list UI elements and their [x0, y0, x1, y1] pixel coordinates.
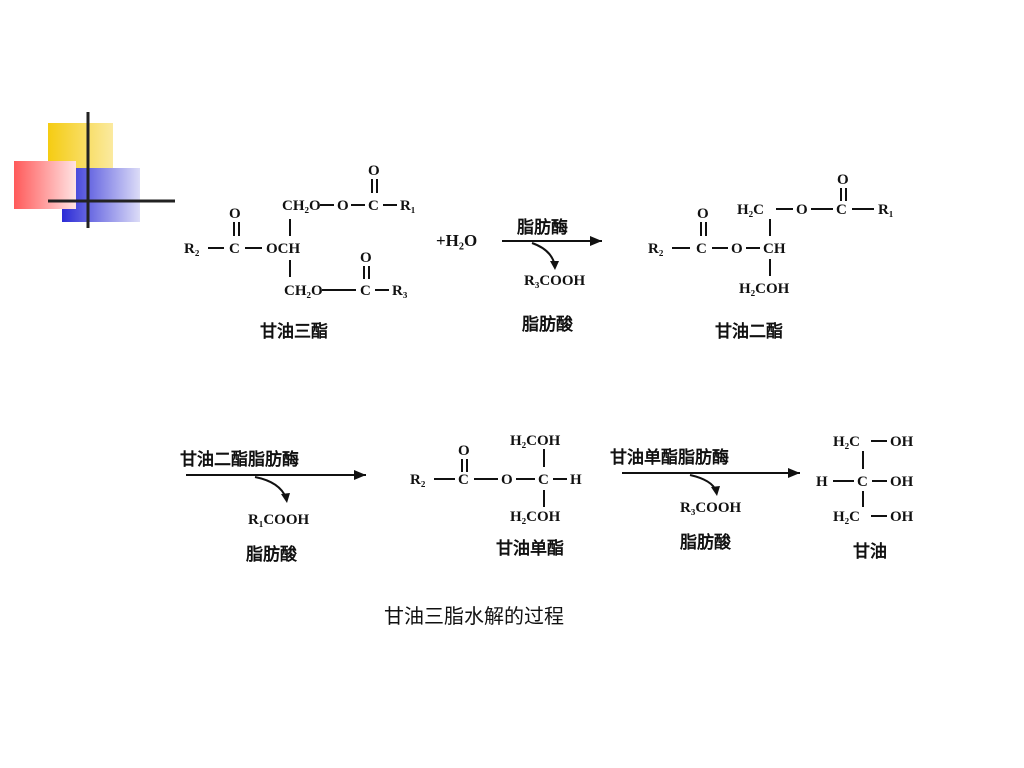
atom-h2coh-top: H₂COH: [510, 433, 561, 449]
enzyme-label-3: 甘油单酯脂肪酶: [610, 447, 729, 468]
enzyme-label-1: 脂肪酶: [517, 217, 568, 238]
atom-c: C: [836, 202, 847, 218]
byproduct-formula-1: R₃COOH: [524, 273, 585, 289]
atom-o: O: [837, 172, 849, 188]
enzyme-label-2: 甘油二酯脂肪酶: [180, 449, 299, 470]
atom-o: O: [501, 472, 513, 488]
atom-o: O: [796, 202, 808, 218]
atom-o: O: [368, 163, 380, 179]
diglyceride-structure: O R₂ C O CH H₂C O C O R₁ H₂COH: [648, 172, 893, 297]
atom-h2coh-bottom: H₂COH: [510, 509, 561, 525]
label-glycerol: 甘油: [853, 541, 887, 562]
atom-o: O: [697, 206, 709, 222]
atom-r2: R₂: [648, 241, 664, 257]
atom-o: O: [360, 250, 372, 266]
atom-och: OCH: [266, 241, 301, 257]
label-diglyceride: 甘油二酯: [715, 321, 783, 342]
byproduct-label-1: 脂肪酸: [522, 314, 574, 335]
atom-oh: OH: [890, 474, 914, 490]
byproduct-label-2: 脂肪酸: [246, 544, 298, 565]
byproduct-formula-3: R₃COOH: [680, 500, 741, 516]
byproduct-label-3: 脂肪酸: [680, 532, 732, 553]
atom-o: O: [337, 198, 349, 214]
atom-c: C: [368, 198, 379, 214]
atom-oh: OH: [890, 509, 914, 525]
atom-oh: OH: [890, 434, 914, 450]
reagent-water: +H₂O: [436, 231, 477, 250]
atom-c: C: [696, 241, 707, 257]
atom-h2c: H₂C: [833, 509, 860, 525]
atom-c: C: [458, 472, 469, 488]
atom-ch: CH: [763, 241, 786, 257]
glycerol-structure: H₂C OH H C OH H₂C OH: [816, 434, 914, 525]
atom-c: C: [360, 283, 371, 299]
atom-r3: R₃: [392, 283, 408, 299]
atom-h: H: [570, 472, 582, 488]
atom-r2: R₂: [410, 472, 426, 488]
monoglyceride-structure: O R₂ C O C H H₂COH H₂COH: [410, 433, 582, 525]
atom-h: H: [816, 474, 828, 490]
figure-caption: 甘油三脂水解的过程: [384, 604, 564, 628]
atom-o: O: [458, 443, 470, 459]
triglyceride-structure: O R₂ C OCH CH₂O O C O R₁ CH₂O C O R₃: [184, 163, 415, 299]
label-monoglyceride: 甘油单酯: [496, 538, 564, 559]
label-triglyceride: 甘油三酯: [260, 321, 328, 342]
atom-h2c: H₂C: [737, 202, 764, 218]
atom-r2: R₂: [184, 241, 200, 257]
atom-r1: R₁: [878, 202, 893, 218]
atom-ch2o: CH₂O: [282, 198, 321, 214]
atom-c: C: [229, 241, 240, 257]
atom-o: O: [731, 241, 743, 257]
atom-h2coh: H₂COH: [739, 281, 790, 297]
atom-ch2o: CH₂O: [284, 283, 323, 299]
byproduct-formula-2: R₁COOH: [248, 512, 309, 528]
atom-c: C: [538, 472, 549, 488]
atom-o: O: [229, 206, 241, 222]
atom-r1: R₁: [400, 198, 415, 214]
corner-decoration: [14, 112, 175, 228]
atom-h2c: H₂C: [833, 434, 860, 450]
atom-c: C: [857, 474, 868, 490]
